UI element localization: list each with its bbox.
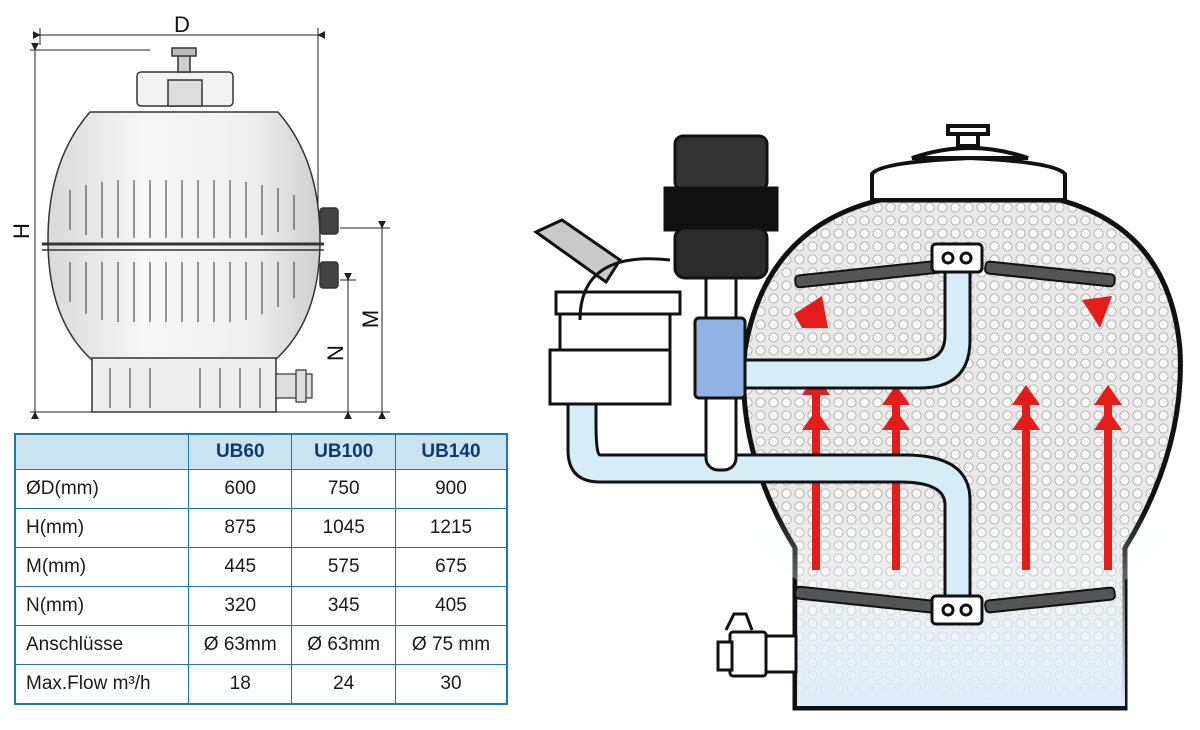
side-ports — [319, 207, 339, 289]
table-cell: 320 — [187, 586, 293, 626]
row-label: Anschlüsse — [14, 625, 189, 665]
column-header: UB140 — [394, 433, 508, 470]
table-row: H(mm) 875 1045 1215 — [14, 508, 508, 548]
multiport-valve — [533, 218, 682, 406]
dimension-label-n: N — [322, 345, 348, 361]
dimension-label-m: M — [358, 309, 384, 329]
table-cell: 1045 — [291, 508, 396, 548]
lateral-hubs — [930, 242, 984, 626]
tank-lid — [870, 124, 1067, 202]
table-cell: 345 — [291, 586, 396, 626]
table-cell: 445 — [187, 547, 293, 587]
table-cell: 750 — [291, 469, 396, 509]
dimension-label-h: H — [8, 223, 34, 239]
tank-body — [42, 111, 324, 413]
row-label: N(mm) — [14, 586, 189, 626]
table-cell: Ø 75 mm — [394, 625, 508, 665]
column-header: UB60 — [187, 433, 293, 470]
table-cell: 1215 — [394, 508, 508, 548]
flow-arrows — [794, 296, 1122, 570]
row-label: ØD(mm) — [14, 469, 189, 509]
tank-dimension-drawing — [30, 28, 390, 420]
gauge-housing — [663, 134, 779, 280]
table-row: Max.Flow m³/h 18 24 30 — [14, 664, 508, 705]
tank-ribs — [69, 180, 295, 408]
table-cell: 30 — [394, 664, 508, 705]
table-row: N(mm) 320 345 405 — [14, 586, 508, 626]
table-corner-cell — [14, 433, 189, 470]
upper-laterals — [794, 259, 1116, 289]
blue-valve-fitting — [693, 316, 747, 400]
lower-laterals — [794, 585, 1116, 615]
table-cell: 875 — [187, 508, 293, 548]
table-row: ØD(mm) 600 750 900 — [14, 469, 508, 509]
row-label: Max.Flow m³/h — [14, 664, 189, 705]
table-cell: 575 — [291, 547, 396, 587]
tank-lid — [136, 47, 234, 107]
table-row: M(mm) 445 575 675 — [14, 547, 508, 587]
filter-cutaway-diagram — [533, 124, 1183, 711]
dimension-label-d: D — [174, 12, 190, 37]
table-cell: Ø 63mm — [187, 625, 293, 665]
table-cell: 18 — [187, 664, 293, 705]
table-cell: 900 — [394, 469, 508, 509]
table-row: Anschlüsse Ø 63mm Ø 63mm Ø 75 mm — [14, 625, 508, 665]
row-label: M(mm) — [14, 547, 189, 587]
table-cell: 600 — [187, 469, 293, 509]
table-header-row: UB60 UB100 UB140 — [14, 433, 508, 470]
table-cell: 24 — [291, 664, 396, 705]
table-cell: Ø 63mm — [291, 625, 396, 665]
row-label: H(mm) — [14, 508, 189, 548]
column-header: UB100 — [291, 433, 396, 470]
drain-valve — [716, 612, 798, 678]
table-cell: 675 — [394, 547, 508, 587]
drain-valve — [275, 369, 313, 403]
spec-table: UB60 UB100 UB140 ØD(mm) 600 750 900 H(mm… — [14, 433, 508, 705]
table-cell: 405 — [394, 586, 508, 626]
